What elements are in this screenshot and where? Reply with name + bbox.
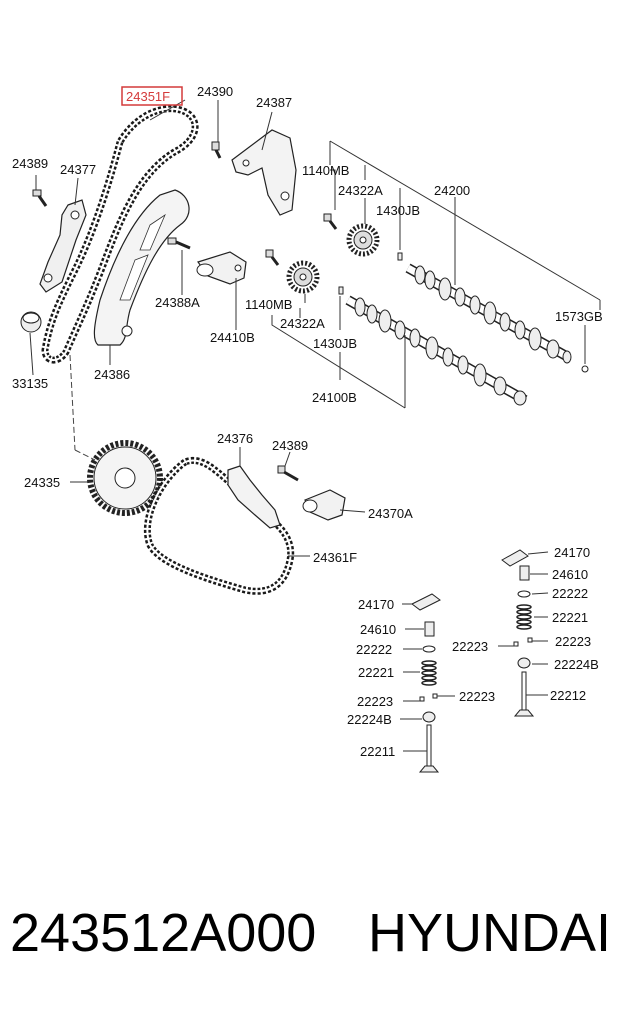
label-24361F: 24361F <box>313 550 357 565</box>
brand-name: HYUNDAI <box>368 903 612 963</box>
label-24610: 24610 <box>552 567 588 582</box>
center-line <box>69 354 76 451</box>
label-24389: 24389 <box>272 438 308 453</box>
label-1430JB: 1430JB <box>313 336 357 351</box>
label-24386: 24386 <box>94 367 130 382</box>
label-24370A: 24370A <box>368 506 413 521</box>
chain-guide-24377 <box>39 199 87 293</box>
label-22223: 22223 <box>459 689 495 704</box>
label-22223: 22223 <box>357 694 393 709</box>
timing-chain-exploded-diagram: 24351F 24390 24387 24389 24377 1140MB 24… <box>12 84 603 773</box>
valve-train-right <box>501 549 535 717</box>
label-22224B: 22224B <box>554 657 599 672</box>
label-24410B: 24410B <box>210 330 255 345</box>
label-22211: 22211 <box>360 744 395 759</box>
label-22221: 22221 <box>358 665 394 680</box>
label-24610: 24610 <box>360 622 396 637</box>
label-24376: 24376 <box>217 431 253 446</box>
label-1573GB: 1573GB <box>555 309 603 324</box>
label-24335: 24335 <box>24 475 60 490</box>
pin-1430JB-upper <box>397 252 403 261</box>
part-number: 243512A000 <box>10 903 317 963</box>
label-1140MB: 1140MB <box>302 163 349 178</box>
label-22224B: 22224B <box>347 712 392 727</box>
tensioner-24370A <box>277 465 346 521</box>
leader-lines <box>29 99 549 752</box>
label-22221: 22221 <box>552 610 588 625</box>
label-22223: 22223 <box>555 634 591 649</box>
label-24170: 24170 <box>554 545 590 560</box>
label-22222: 22222 <box>356 642 392 657</box>
footer-caption: 243512A000 HYUNDAI <box>10 902 612 972</box>
valve-train-left <box>411 593 441 773</box>
label-22223: 22223 <box>452 639 488 654</box>
chain-guide-24376 <box>227 465 281 529</box>
highlight-box-24351F <box>121 86 183 106</box>
cam-sprocket-24322A-lower <box>286 260 320 294</box>
label-24100B: 24100B <box>312 390 357 405</box>
label-24170: 24170 <box>358 597 394 612</box>
label-24200: 24200 <box>434 183 470 198</box>
label-24322A: 24322A <box>280 316 325 331</box>
label-24387: 24387 <box>256 95 292 110</box>
label-22222: 22222 <box>552 586 588 601</box>
label-33135: 33135 <box>12 376 48 391</box>
idler-33135 <box>20 311 42 333</box>
camshaft-24200 <box>405 263 572 364</box>
tensioner-24410B <box>167 237 247 285</box>
crank-sprocket-24335 <box>87 440 163 516</box>
bolt-24389 <box>32 189 48 207</box>
timing-chain-upper <box>41 105 199 364</box>
label-24322A: 24322A <box>338 183 383 198</box>
pin-1430JB-lower <box>338 286 344 295</box>
cam-sprocket-24322A-upper <box>346 223 380 257</box>
label-24388A: 24388A <box>155 295 200 310</box>
label-1140MB: 1140MB <box>245 297 292 312</box>
label-24377: 24377 <box>60 162 96 177</box>
label-1430JB: 1430JB <box>376 203 420 218</box>
bracket-24387 <box>231 129 297 216</box>
label-24390: 24390 <box>197 84 233 99</box>
camshaft-24100B <box>345 295 528 406</box>
timing-chain-lower <box>143 456 295 595</box>
bolt-24390 <box>211 141 222 159</box>
bolt-1140MB-lower <box>265 249 280 266</box>
plug-1573GB <box>581 365 589 373</box>
label-22212: 22212 <box>550 688 586 703</box>
leader-lines-cam <box>271 140 601 409</box>
label-24389: 24389 <box>12 156 48 171</box>
bolt-1140MB-upper <box>323 213 338 230</box>
label-24351F: 24351F <box>126 89 170 104</box>
tensioner-arm-24386 <box>93 189 190 346</box>
